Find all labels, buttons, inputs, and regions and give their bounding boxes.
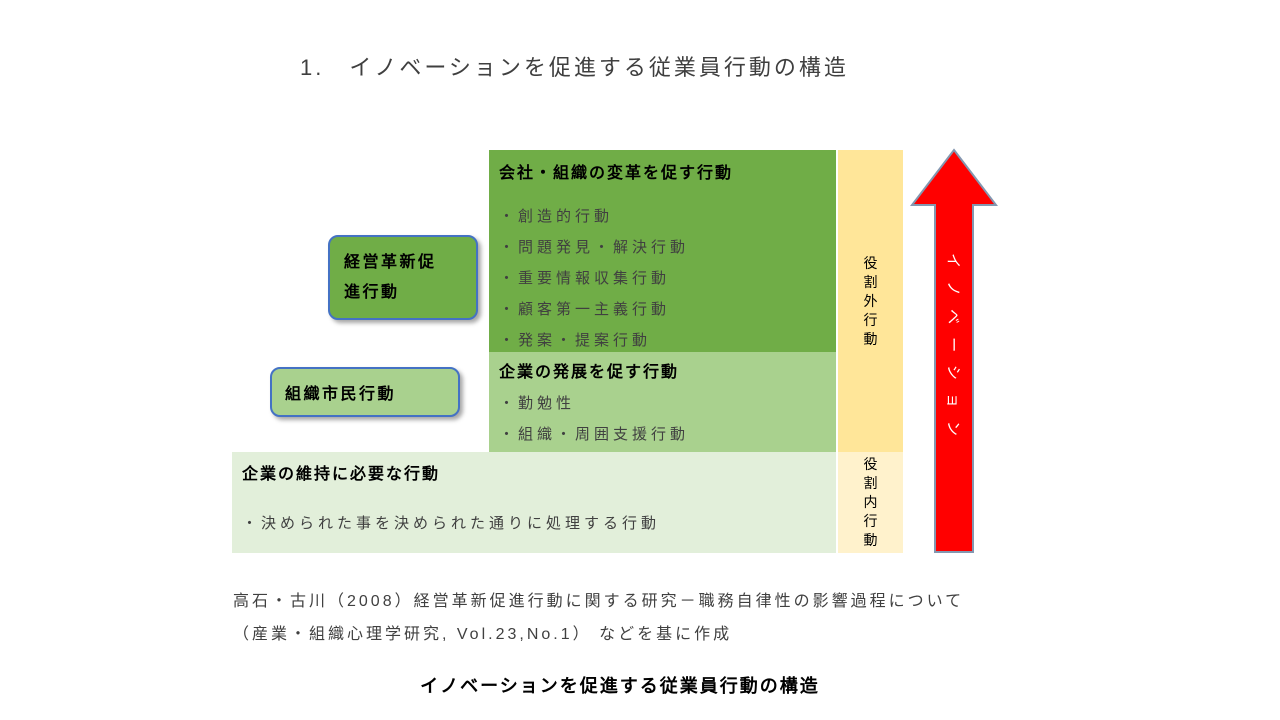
label-organizational-citizenship-text: 組織市民行動 <box>285 386 397 403</box>
box-develop-items: ・勤勉性 ・組織・周囲支援行動 <box>489 384 836 450</box>
label-management-innovation-line2: 進行動 <box>344 284 400 301</box>
box-maintain-header: 企業の維持に必要な行動 <box>242 466 441 483</box>
list-item: ・問題発見・解決行動 <box>499 239 690 256</box>
box-company-transformation-behavior: 会社・組織の変革を促す行動 ・創造的行動 ・問題発見・解決行動 ・重要情報収集行… <box>489 150 836 352</box>
box-maintain-items: ・決められた事を決められた通りに処理する行動 <box>232 486 836 539</box>
box-develop-header: 企業の発展を促す行動 <box>499 364 680 381</box>
innovation-arrow-label: イノベーション <box>944 253 962 449</box>
list-item: ・創造的行動 <box>499 208 614 225</box>
in-role-label: 役割内行動 <box>863 456 878 548</box>
up-arrow-icon <box>910 148 998 553</box>
citation-line1: 高石・古川（2008）経営革新促進行動に関する研究－職務自律性の影響過程について <box>233 593 965 610</box>
label-management-innovation-behavior: 経営革新促 進行動 <box>328 235 478 320</box>
box-transform-items: ・創造的行動 ・問題発見・解決行動 ・重要情報収集行動 ・顧客第一主義行動 ・発… <box>489 185 836 356</box>
extra-role-behavior-column: 役割外行動 <box>838 150 903 452</box>
box-company-maintenance-behavior: 企業の維持に必要な行動 ・決められた事を決められた通りに処理する行動 <box>232 452 836 553</box>
list-item: ・勤勉性 <box>499 395 576 412</box>
figure-caption: イノベーションを促進する従業員行動の構造 <box>420 676 820 696</box>
innovation-arrow: イノベーション <box>910 148 998 554</box>
list-item: ・発案・提案行動 <box>499 332 652 349</box>
box-company-development-behavior: 企業の発展を促す行動 ・勤勉性 ・組織・周囲支援行動 <box>489 352 836 452</box>
list-item: ・顧客第一主義行動 <box>499 301 671 318</box>
extra-role-label: 役割外行動 <box>863 254 878 347</box>
list-item: ・決められた事を決められた通りに処理する行動 <box>242 515 661 532</box>
box-transform-header: 会社・組織の変革を促す行動 <box>499 165 734 182</box>
label-organizational-citizenship-behavior: 組織市民行動 <box>270 367 460 417</box>
citation: 高石・古川（2008）経営革新促進行動に関する研究－職務自律性の影響過程について… <box>233 585 1033 651</box>
slide-title: 1. イノベーションを促進する従業員行動の構造 <box>300 55 849 80</box>
list-item: ・重要情報収集行動 <box>499 270 671 287</box>
label-management-innovation-line1: 経営革新促 <box>344 254 437 271</box>
in-role-behavior-column: 役割内行動 <box>838 452 903 553</box>
list-item: ・組織・周囲支援行動 <box>499 426 690 443</box>
citation-line2: （産業・組織心理学研究, Vol.23,No.1） などを基に作成 <box>233 626 733 643</box>
